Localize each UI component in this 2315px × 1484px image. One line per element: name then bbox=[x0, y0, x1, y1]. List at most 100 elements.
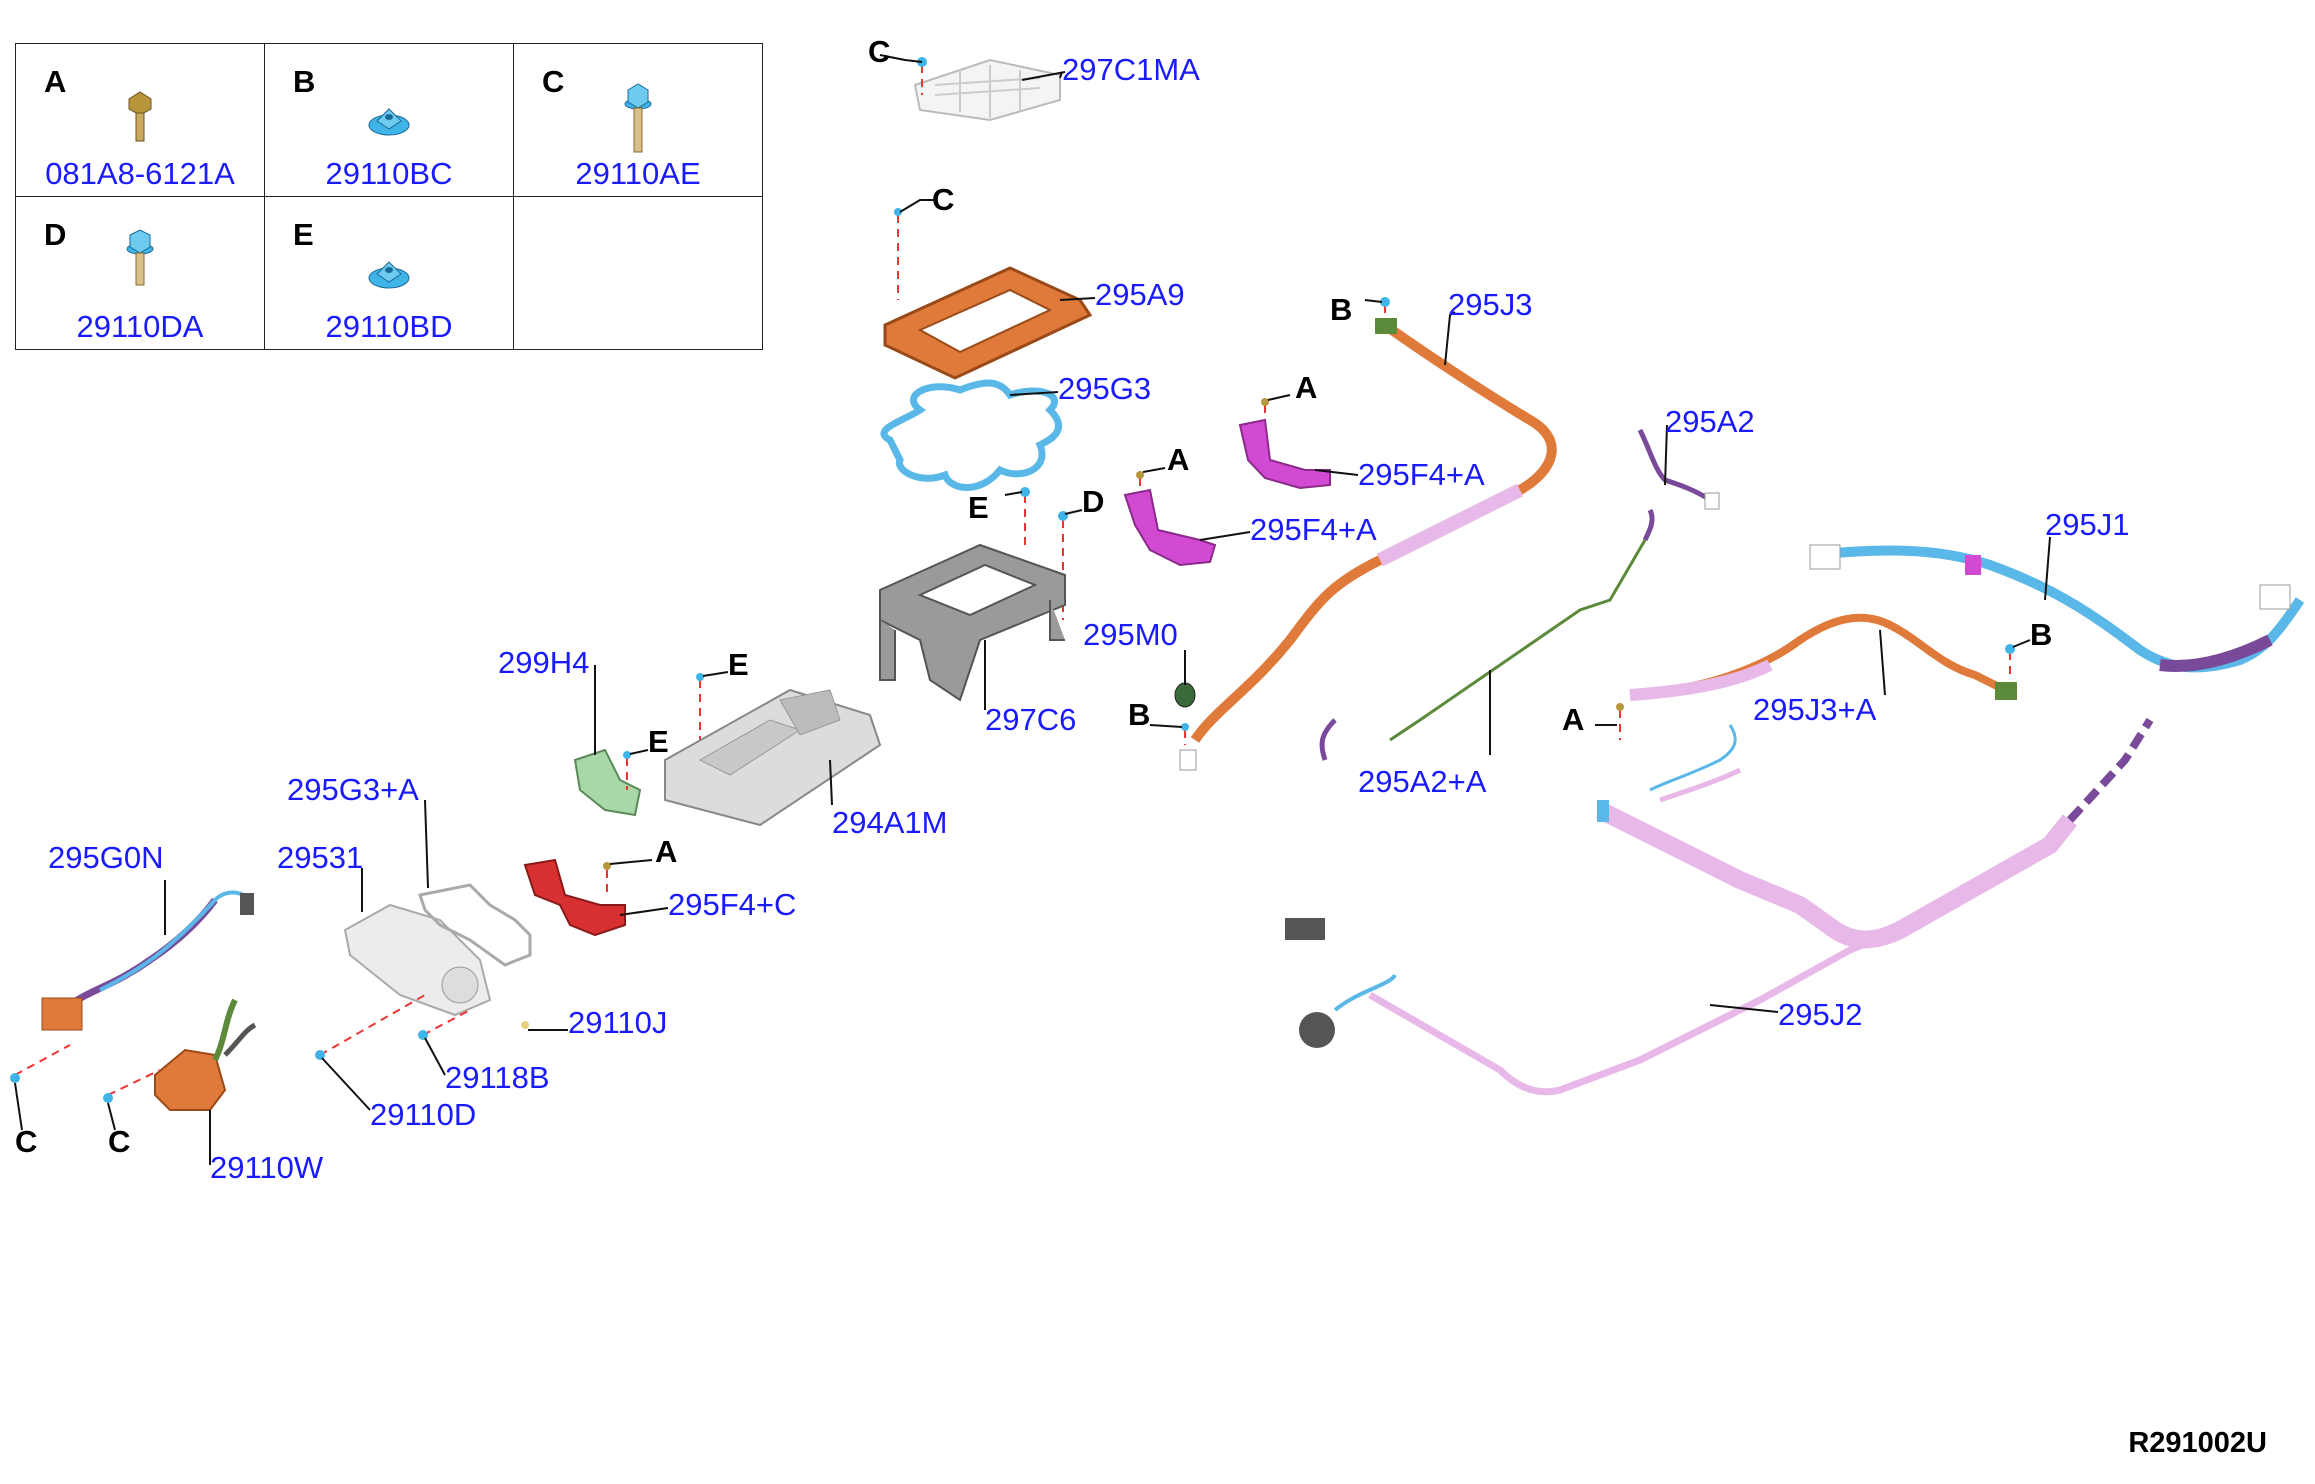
legend-part-number: 081A8-6121A bbox=[45, 156, 235, 191]
part-297C1MA-cover bbox=[913, 58, 1061, 122]
fastener-icon bbox=[418, 1030, 428, 1040]
part-295J3-harness bbox=[1190, 318, 1557, 743]
fastener-c-icon bbox=[894, 208, 902, 216]
part-295A9-frame bbox=[883, 266, 1093, 380]
legend-part-number: 29110DA bbox=[76, 309, 204, 344]
fastener-b-icon bbox=[1380, 297, 1390, 307]
part-295G3-gasket bbox=[880, 379, 1062, 491]
fastener-letter: A bbox=[655, 834, 677, 869]
part-295A2A-harness bbox=[1319, 508, 1655, 761]
part-295G3A-gasket bbox=[418, 883, 532, 967]
legend-cell-e: E 29110BD bbox=[264, 196, 514, 350]
fastener-e-icon bbox=[623, 751, 631, 759]
part-number-label: 29118B bbox=[445, 1060, 550, 1095]
fastener-letter: B bbox=[2030, 617, 2052, 652]
part-number-label: 295G3 bbox=[1058, 371, 1151, 406]
fastener-letter: C bbox=[15, 1124, 37, 1159]
part-number-label: 295J1 bbox=[2045, 507, 2129, 542]
part-number-label: 299H4 bbox=[498, 645, 589, 680]
fastener-letter: A bbox=[1562, 702, 1584, 737]
part-295F4C-bracket bbox=[523, 858, 626, 937]
part-295M0-grommet bbox=[1174, 682, 1196, 708]
fastener-a-icon bbox=[603, 862, 611, 870]
part-295J2-harness bbox=[1285, 717, 2154, 1096]
fastener-e-icon bbox=[696, 673, 704, 681]
fastener-d-icon bbox=[1058, 511, 1068, 521]
part-number-label: 295J3+A bbox=[1753, 692, 1877, 727]
part-number-label: 297C1MA bbox=[1062, 52, 1200, 87]
nut-icon bbox=[368, 108, 410, 136]
part-number-label: 295J3 bbox=[1448, 287, 1532, 322]
legend-letter: A bbox=[44, 64, 67, 99]
legend-letter: D bbox=[44, 217, 67, 252]
nut-icon bbox=[368, 261, 410, 289]
fastener-a-icon bbox=[1136, 471, 1144, 479]
part-number-label: 294A1M bbox=[832, 805, 947, 840]
fastener-c-icon bbox=[10, 1073, 20, 1083]
connector-icon bbox=[1179, 749, 1197, 771]
fastener-a-icon bbox=[1616, 703, 1624, 711]
legend-cell-c: C 29110AE bbox=[513, 43, 763, 197]
fastener-a-icon bbox=[1261, 398, 1269, 406]
fastener-letter: E bbox=[728, 647, 749, 682]
part-295F4-bracket-2 bbox=[1123, 488, 1217, 567]
part-297C6-support bbox=[879, 543, 1066, 702]
fastener-e-icon bbox=[1020, 487, 1030, 497]
figure-reference: R291002U bbox=[2128, 1427, 2267, 1459]
part-number-label: 295F4+A bbox=[1250, 512, 1377, 547]
fastener-letter: B bbox=[1128, 697, 1150, 732]
part-number-label: 295G3+A bbox=[287, 772, 419, 807]
fastener-c-icon bbox=[103, 1093, 113, 1103]
part-number-label: 29110D bbox=[370, 1097, 476, 1132]
part-number-label: 29531 bbox=[277, 840, 363, 875]
legend-part-number: 29110BD bbox=[325, 309, 453, 344]
fastener-icon bbox=[521, 1021, 529, 1029]
legend-cell-d: D 29110DA bbox=[15, 196, 265, 350]
part-29110W-junction bbox=[154, 998, 257, 1111]
part-number-label: 295G0N bbox=[48, 840, 163, 875]
legend-letter: C bbox=[542, 64, 565, 99]
part-number-label: 295A2+A bbox=[1358, 764, 1487, 799]
fastener-letter: D bbox=[1082, 484, 1104, 519]
legend-cell-a: A 081A8-6121A bbox=[15, 43, 265, 197]
fastener-b-icon bbox=[1181, 723, 1189, 731]
part-295F4-bracket-1 bbox=[1238, 418, 1331, 490]
fastener-letter: C bbox=[868, 34, 890, 69]
part-294A1M-tray bbox=[664, 688, 882, 827]
part-295J3A-harness bbox=[1629, 613, 2017, 701]
part-number-label: 295F4+C bbox=[668, 887, 796, 922]
fastener-letter: C bbox=[108, 1124, 130, 1159]
fastener-icon bbox=[315, 1050, 325, 1060]
part-number-label: 295A9 bbox=[1095, 277, 1185, 312]
bolt-icon bbox=[624, 83, 652, 153]
fastener-letter: C bbox=[932, 182, 954, 217]
part-number-label: 295M0 bbox=[1083, 617, 1178, 652]
part-295J1-harness bbox=[1809, 544, 2305, 673]
part-number-label: 29110W bbox=[210, 1150, 324, 1185]
fastener-letter: E bbox=[968, 490, 989, 525]
part-number-label: 295J2 bbox=[1778, 997, 1862, 1032]
fastener-letter: A bbox=[1295, 370, 1317, 405]
fastener-letter: B bbox=[1330, 292, 1352, 327]
part-number-label: 295F4+A bbox=[1358, 457, 1485, 492]
legend-part-number: 29110BC bbox=[325, 156, 453, 191]
legend-part-number: 29110AE bbox=[575, 156, 701, 191]
part-number-label: 295A2 bbox=[1665, 404, 1755, 439]
connector-cluster bbox=[1649, 724, 1742, 803]
part-number-label: 29110J bbox=[568, 1005, 667, 1040]
part-299H4-bracket bbox=[573, 748, 642, 817]
bolt-icon bbox=[126, 229, 154, 286]
part-295G0N-harness bbox=[41, 890, 254, 1031]
fastener-legend-table: A 081A8-6121A B 29110BC C 29110AE bbox=[15, 43, 763, 350]
part-number-label: 297C6 bbox=[985, 702, 1076, 737]
legend-cell-empty bbox=[513, 196, 763, 350]
bolt-icon bbox=[128, 91, 152, 142]
part-295A2-harness bbox=[1637, 428, 1720, 510]
legend-letter: B bbox=[293, 64, 316, 99]
legend-letter: E bbox=[293, 217, 314, 252]
part-29531-housing bbox=[343, 903, 492, 1017]
fastener-b-icon bbox=[2005, 644, 2015, 654]
fastener-letter: A bbox=[1167, 442, 1189, 477]
fastener-letter: E bbox=[648, 724, 669, 759]
